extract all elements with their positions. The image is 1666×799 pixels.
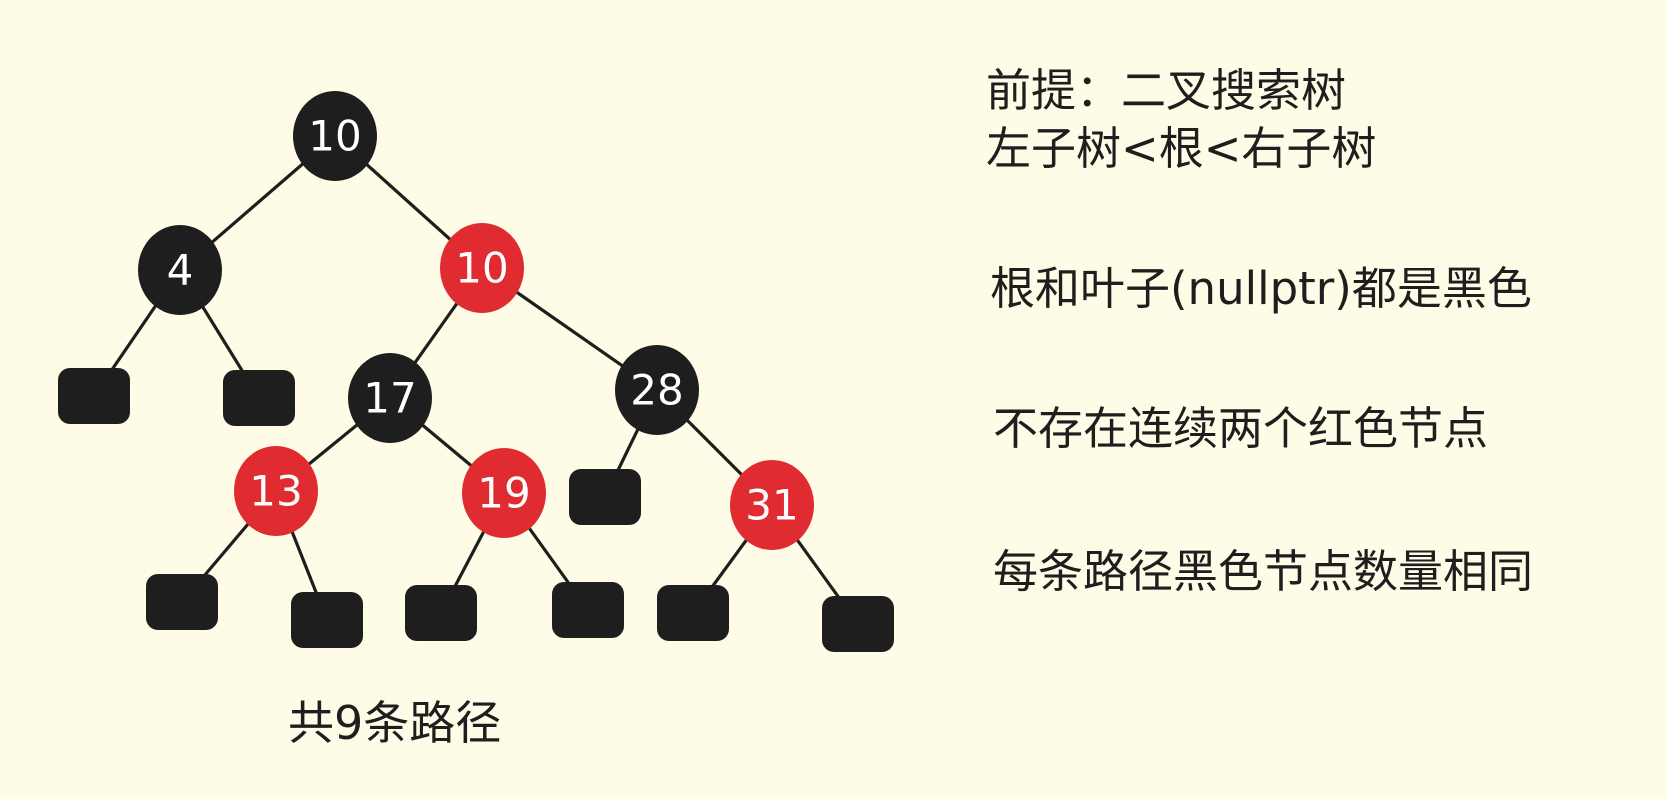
rule-root-leaf-black: 根和叶子(nullptr)都是黑色 <box>990 262 1532 315</box>
premise-rule: 前提：二叉搜索树 左子树<根<右子树 <box>986 62 1376 178</box>
nil-leaf <box>405 585 477 641</box>
tree-node-black-4: 4 <box>138 225 222 315</box>
nil-leaf <box>569 469 641 525</box>
nil-leaf <box>552 582 624 638</box>
nil-leaf <box>146 574 218 630</box>
edges-layer <box>92 134 860 626</box>
tree-node-black-28: 28 <box>615 345 699 435</box>
nodes-layer: 10 4 10 17 28 13 19 31 <box>138 91 814 550</box>
node-label: 19 <box>477 469 530 518</box>
rule-equal-black-height: 每条路径黑色节点数量相同 <box>993 545 1534 598</box>
tree-node-red-10: 10 <box>440 223 524 313</box>
node-circle <box>234 446 318 536</box>
leaves-layer <box>58 368 894 652</box>
nil-leaf <box>223 370 295 426</box>
tree-node-black-10: 10 <box>293 91 377 181</box>
node-label: 31 <box>745 481 798 530</box>
nil-leaf <box>58 368 130 424</box>
rule-no-consecutive-red: 不存在连续两个红色节点 <box>993 402 1489 455</box>
node-circle <box>293 91 377 181</box>
path-count-caption: 共9条路径 <box>288 696 502 750</box>
node-circle <box>440 223 524 313</box>
tree-node-red-31: 31 <box>730 460 814 550</box>
node-label: 13 <box>249 467 302 516</box>
node-label: 10 <box>308 112 361 161</box>
nil-leaf <box>291 592 363 648</box>
nil-leaf <box>657 585 729 641</box>
node-label: 4 <box>167 246 194 295</box>
nil-leaf <box>822 596 894 652</box>
node-circle <box>138 225 222 315</box>
tree-node-black-17: 17 <box>348 353 432 443</box>
node-circle <box>348 353 432 443</box>
tree-node-red-13: 13 <box>234 446 318 536</box>
premise-line-order: 左子树<根<右子树 <box>986 122 1377 175</box>
node-label: 17 <box>363 374 416 423</box>
tree-node-red-19: 19 <box>462 448 546 538</box>
node-label: 10 <box>455 244 508 293</box>
node-circle <box>462 448 546 538</box>
node-circle <box>615 345 699 435</box>
node-circle <box>730 460 814 550</box>
premise-line-bst: 前提：二叉搜索树 <box>986 64 1347 117</box>
node-label: 28 <box>630 366 683 415</box>
